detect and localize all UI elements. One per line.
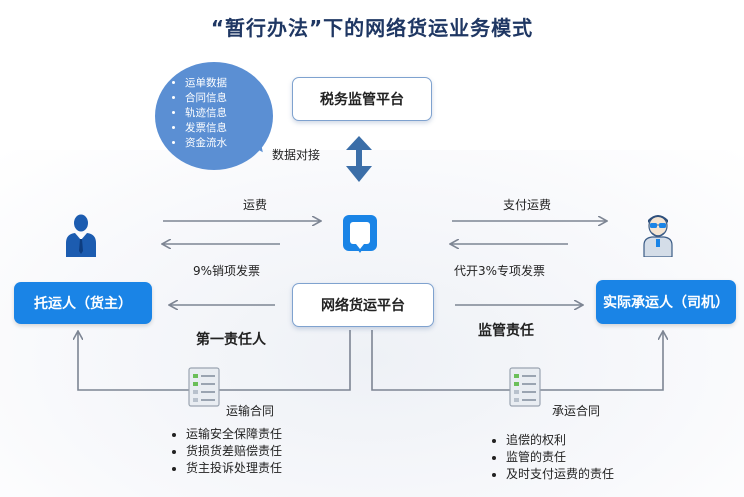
first-liability-label: 第一责任人	[196, 332, 266, 348]
carriage-duties-list: 追偿的权利 监管的责任 及时支付运费的责任	[492, 432, 614, 483]
bubble-item: 资金流水	[185, 136, 227, 151]
list-item: 及时支付运费的责任	[506, 466, 614, 483]
carriage-contract-label: 承运合同	[552, 404, 601, 418]
network-platform-label: 网络货运平台	[321, 298, 405, 314]
businessman-icon	[66, 214, 96, 257]
tax-platform-label: 税务监管平台	[320, 92, 404, 108]
network-platform-box: 网络货运平台	[292, 283, 434, 327]
freight-label: 运费	[243, 198, 268, 212]
data-dock-label: 数据对接	[272, 148, 321, 162]
data-bubble: 运单数据 合同信息 轨迹信息 发票信息 资金流水	[155, 62, 273, 170]
transport-contract-label: 运输合同	[226, 404, 275, 418]
carrier-box: 实际承运人（司机）	[596, 280, 736, 324]
bubble-item: 运单数据	[185, 76, 227, 91]
page-title: “暂行办法”下的网络货运业务模式	[210, 16, 534, 40]
data-dock-arrow	[346, 136, 372, 182]
list-item: 货主投诉处理责任	[186, 460, 282, 477]
invoice-9-label: 9%销项发票	[193, 264, 261, 278]
tax-platform-box: 税务监管平台	[292, 77, 432, 121]
driver-icon	[643, 215, 673, 257]
list-item: 追偿的权利	[506, 432, 614, 449]
list-item: 货损货差赔偿责任	[186, 443, 282, 460]
supervision-liability-label: 监管责任	[478, 323, 534, 339]
document-icon	[188, 367, 220, 407]
bubble-item: 发票信息	[185, 121, 227, 136]
invoice-3-label: 代开3%专项发票	[454, 264, 546, 278]
shipper-label: 托运人（货主）	[34, 296, 132, 312]
platform-icon	[343, 215, 377, 253]
bubble-item: 轨迹信息	[185, 106, 227, 121]
shipper-box: 托运人（货主）	[14, 282, 152, 324]
document-icon	[509, 367, 541, 407]
list-item: 运输安全保障责任	[186, 426, 282, 443]
carrier-label: 实际承运人（司机）	[603, 295, 729, 311]
transport-duties-list: 运输安全保障责任 货损货差赔偿责任 货主投诉处理责任	[172, 426, 282, 477]
bubble-item: 合同信息	[185, 91, 227, 106]
pay-freight-label: 支付运费	[503, 198, 552, 212]
list-item: 监管的责任	[506, 449, 614, 466]
